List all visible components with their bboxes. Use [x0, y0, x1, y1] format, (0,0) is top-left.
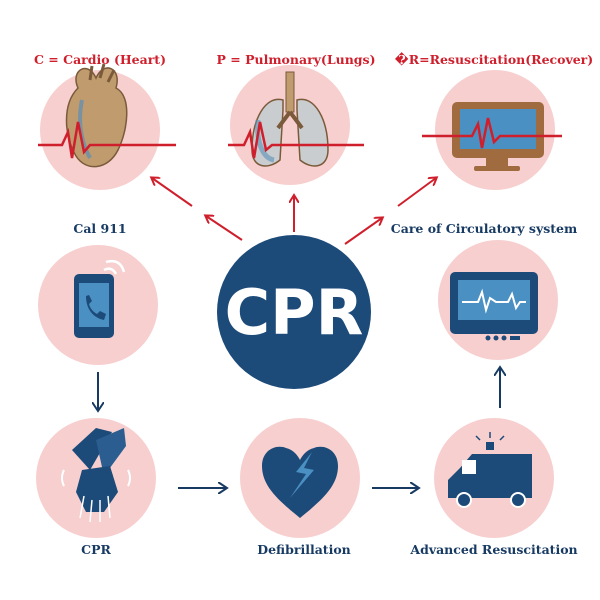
- ecg-line-cardio: [38, 121, 176, 159]
- heart-icon: [65, 63, 128, 168]
- resuscitation-node: [422, 70, 562, 190]
- label-pulmonary: P = Pulmonary(Lungs): [216, 52, 376, 67]
- ecg-monitor-icon: [450, 272, 538, 341]
- cardio-node: [38, 63, 176, 190]
- hands-compression-icon: [61, 428, 131, 523]
- label-cardio: C = Cardio (Heart): [34, 52, 166, 67]
- ambulance-icon: [448, 432, 532, 508]
- label-advanced: Advanced Resuscitation: [410, 542, 578, 557]
- advanced-node: [434, 418, 554, 538]
- label-cpr-step: CPR: [81, 542, 111, 557]
- lungs-icon: [251, 71, 329, 167]
- ecg-line-pulmonary: [228, 121, 364, 159]
- monitor-icon: [452, 102, 544, 171]
- center-text: CPR: [225, 276, 364, 349]
- defibrillation-node: [240, 418, 360, 538]
- arrow-to-call-left: [206, 216, 243, 241]
- label-call: Cal 911: [73, 221, 127, 236]
- pulmonary-node: [228, 65, 364, 185]
- arrow-to-cardio: [152, 178, 193, 207]
- phone-icon: [74, 259, 126, 338]
- label-defibrillation: Defibrillation: [257, 542, 351, 557]
- arrow-to-resuscitation: [397, 178, 436, 207]
- arrow-to-care-right: [344, 218, 382, 245]
- broken-heart-bolt-icon: [262, 446, 338, 518]
- care-node: [438, 240, 558, 360]
- label-care: Care of Circulatory system: [390, 221, 578, 236]
- label-resuscitation: �R=Resuscitation(Recover): [394, 52, 594, 67]
- cpr-step-node: [36, 418, 156, 538]
- call-node: [38, 245, 158, 365]
- ecg-line-resuscitation: [422, 117, 562, 149]
- center-circle: [217, 235, 371, 389]
